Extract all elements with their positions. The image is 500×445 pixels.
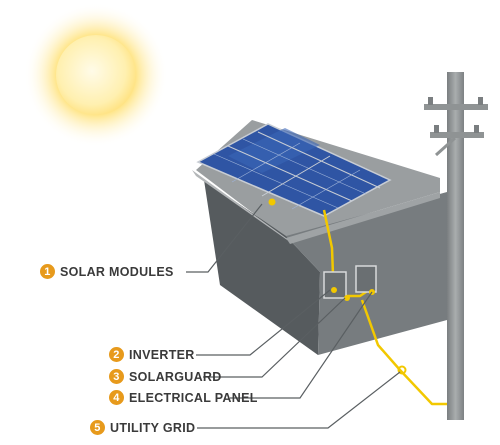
equipment-boxes [323,265,407,375]
number-badge: 5 [90,420,105,435]
label-text: SOLARGUARD [129,369,222,384]
number-badge: 1 [40,264,55,279]
leader-lines [186,203,401,429]
label-solar-modules: 1 SOLAR MODULES [40,264,174,279]
label-solarguard: 3 SOLARGUARD [109,369,222,384]
number-badge: 3 [109,369,124,384]
label-inverter: 2 INVERTER [109,347,195,362]
number-badge: 4 [109,390,124,405]
sun-icon [24,3,168,147]
label-text: SOLAR MODULES [60,264,174,279]
solar-panels [196,123,392,217]
label-text: INVERTER [129,347,195,362]
utility-pole [424,72,488,420]
label-utility-grid: 5 UTILITY GRID [90,420,195,435]
label-electrical-panel: 4 ELECTRICAL PANEL [109,390,258,405]
label-text: UTILITY GRID [110,420,196,435]
number-badge: 2 [109,347,124,362]
label-text: ELECTRICAL PANEL [129,390,258,405]
